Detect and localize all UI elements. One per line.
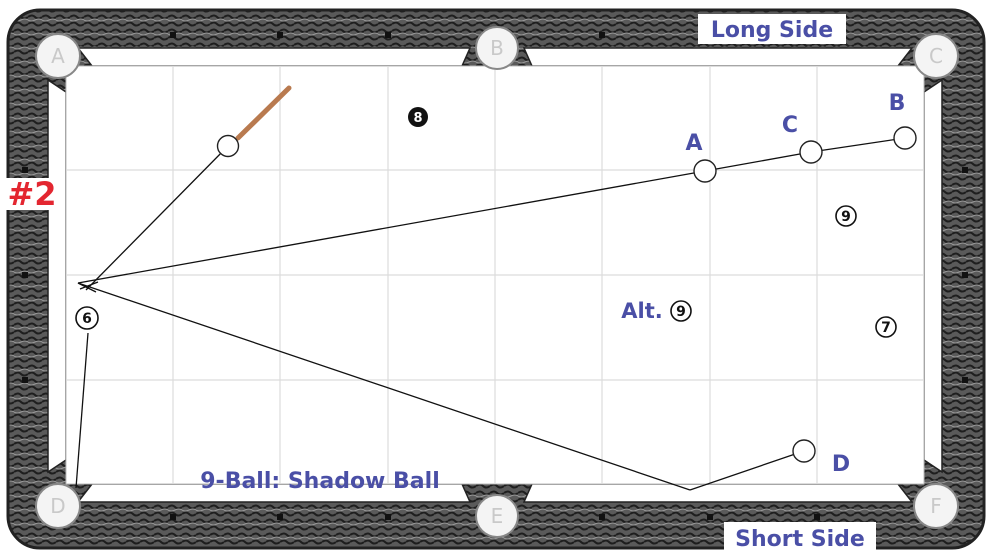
contact-tick-2	[79, 281, 99, 290]
alt-nine-ball: 9	[670, 300, 692, 322]
alt-label: Alt.	[621, 299, 662, 323]
cue-path-to-contact	[85, 145, 229, 291]
diagram-title: 9-Ball: Shadow Ball	[200, 469, 440, 494]
cushion-top-left	[76, 47, 472, 67]
seven-ball: 7	[875, 316, 897, 338]
nine-ball: 9	[835, 205, 857, 227]
position-d-marker	[792, 439, 816, 463]
path-position-a-to-c	[704, 151, 812, 172]
path-to-position-a	[77, 170, 706, 284]
cushion-bottom-right	[522, 483, 914, 503]
cue-ball	[216, 134, 240, 158]
eight-ball-number: 8	[413, 111, 422, 126]
position-b-label: B	[889, 91, 906, 116]
pocket-d-label: D	[50, 494, 65, 518]
position-a-marker	[693, 159, 717, 183]
eight-ball: 8	[408, 107, 428, 127]
cushion-right	[923, 78, 943, 474]
six-ball: 6	[75, 306, 99, 330]
position-d-label: D	[832, 452, 850, 477]
table-grid	[66, 66, 924, 484]
position-c-marker	[799, 140, 823, 164]
six-ball-path	[75, 332, 89, 489]
contact-tick	[77, 282, 97, 293]
pocket-b-label: B	[490, 36, 504, 60]
pocket-e-label: E	[491, 504, 504, 528]
pocket-e: E	[475, 494, 519, 538]
alt-nine-ball-number: 9	[676, 304, 686, 320]
shot-paths	[75, 137, 906, 491]
short-side-label: Short Side	[735, 527, 865, 552]
pocket-a-label: A	[51, 44, 65, 68]
long-side-label: Long Side	[711, 18, 833, 43]
cue-stick	[235, 85, 292, 141]
path-rail-bounce-to-d	[689, 450, 805, 491]
pocket-c-label: C	[929, 44, 943, 68]
position-b-marker	[893, 126, 917, 150]
position-a-label: A	[685, 131, 702, 156]
cushion-left	[47, 78, 67, 474]
pocket-a: A	[35, 33, 81, 79]
six-ball-number: 6	[82, 311, 92, 327]
position-c-label: C	[782, 113, 798, 138]
diagram-number: #2	[7, 175, 56, 213]
pocket-c: C	[913, 33, 959, 79]
pocket-d: D	[35, 483, 81, 529]
path-position-c-to-b	[810, 137, 906, 153]
nine-ball-number: 9	[841, 209, 851, 225]
pocket-f-label: F	[930, 494, 942, 518]
path-to-rail-bounce	[77, 282, 691, 491]
pocket-b: B	[475, 26, 519, 70]
cushion-top-right	[522, 47, 914, 67]
seven-ball-number: 7	[881, 320, 891, 336]
pocket-f: F	[913, 483, 959, 529]
